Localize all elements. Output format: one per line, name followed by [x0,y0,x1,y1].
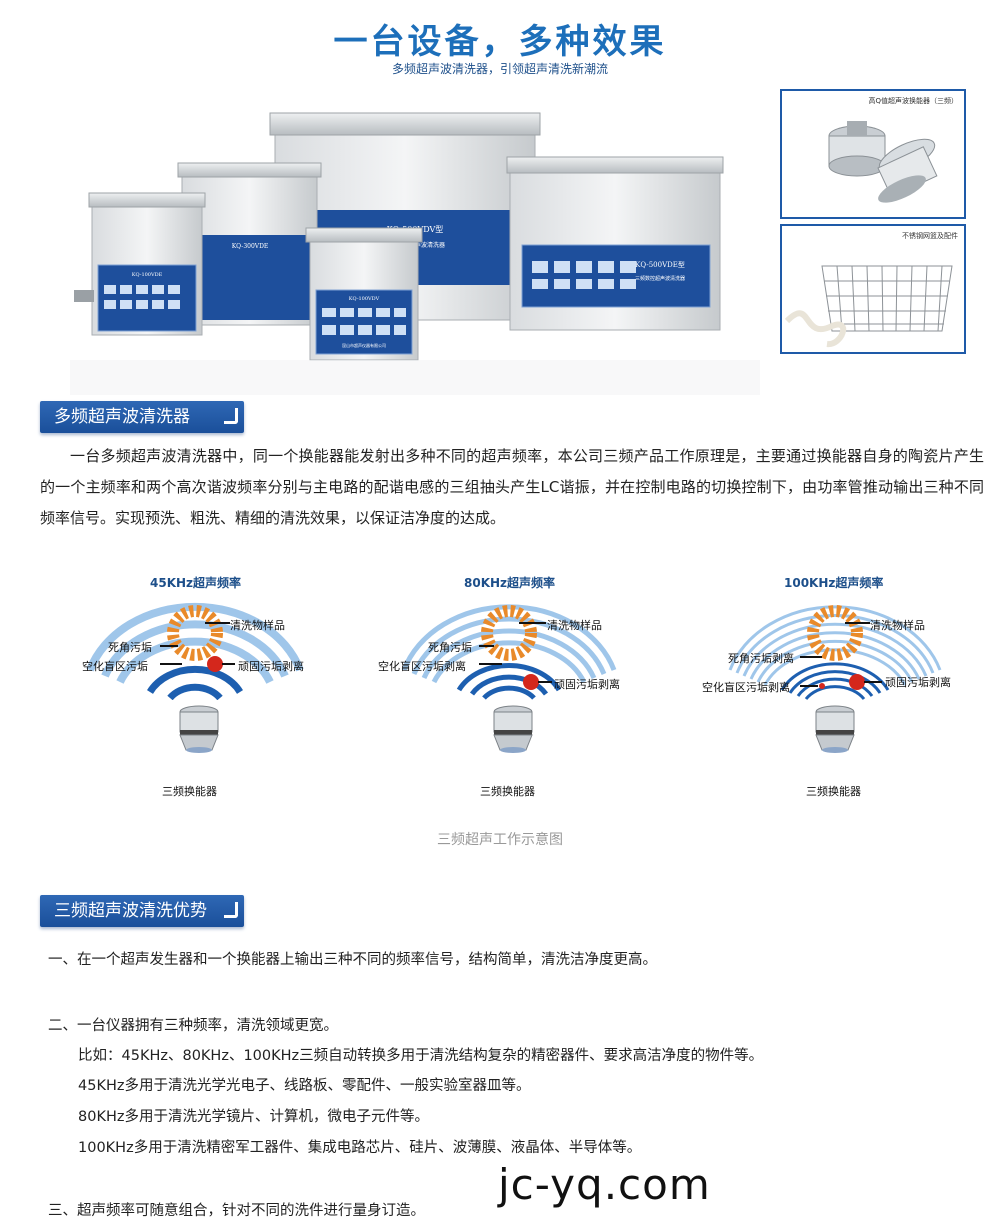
transducer-icon [493,705,533,753]
model-sub-500vde: 三频数控超声波清洗器 [635,275,685,282]
freq-label-45: 45KHz超声频率 [150,576,242,590]
label-stubborn-80: 顽固污垢剥离 [554,678,620,691]
page-title: 一台设备，多种效果 [333,22,667,62]
model-label-300vde: KQ-300VDE [232,243,269,250]
wave-graphic-80 [401,604,617,700]
advantage-detail-3: 80KHz多用于清洗光学镜片、计算机，微电子元件等。 [78,1109,429,1125]
website-watermark: jc-yq.com [498,1160,711,1209]
label-cavitation-80: 空化盲区污垢剥离 [378,660,466,673]
label-stubborn-45: 顽固污垢剥离 [238,660,304,673]
model-label-500vde: KQ-500VDE型 [635,260,685,269]
label-transducer-100: 三频换能器 [806,785,861,798]
label-cavitation-45: 空化盲区污垢 [82,660,148,673]
diagram-caption: 三频超声工作示意图 [437,832,563,848]
corner-arrow-icon [224,902,238,918]
advantage-detail-2: 45KHz多用于清洗光学光电子、线路板、零配件、一般实验室器皿等。 [78,1078,531,1094]
section-title-multifrequency: 多频超声波清洗器 [54,407,190,427]
transducer-icon [828,121,938,203]
wave-graphic-45 [86,602,304,700]
label-stubborn-100: 顽固污垢剥离 [885,676,951,689]
wave-graphic-100 [728,605,942,700]
advantage-item-2: 二、一台仪器拥有三种频率，清洗领域更宽。 [48,1018,338,1034]
advantage-detail-1: 比如：45KHz、80KHz、100KHz三频自动转换多用于清洗结构复杂的精密器… [78,1048,764,1064]
transducer-caption: 高Q值超声波换能器（三频） [868,97,958,105]
label-sample-100: 清洗物样品 [870,619,925,632]
product-lineup-image: KQ-500VDV型 双频数控超声波清洗器 KQ-500VDE型 三频数控超声波… [70,112,760,395]
section-bar-multifrequency: 多频超声波清洗器 [40,401,244,433]
section-title-advantages: 三频超声波清洗优势 [54,901,207,921]
label-transducer-80: 三频换能器 [480,785,535,798]
diagram-80khz: 80KHz超声频率 清洗物样品 死角污垢 空化盲区污垢剥离 顽固污垢剥离 三频换… [378,572,634,802]
freq-label-80: 80KHz超声频率 [464,576,556,590]
label-sample-80: 清洗物样品 [547,619,602,632]
advantage-item-3: 三、超声频率可随意组合，针对不同的洗件进行量身订造。 [48,1203,425,1219]
diagram-45khz: 45KHz超声频率 清洗物样品 死角污垢 空化盲区污垢 顽固污垢剥离 三频换能器 [70,572,320,802]
corner-arrow-icon [224,408,238,424]
basket-icon [784,265,953,347]
model-label-100vde: KQ-100VDE [132,272,163,278]
advantage-item-1: 一、在一个超声发生器和一个换能器上输出三种不同的频率信号，结构简单，清洗洁净度更… [48,952,657,968]
transducer-icon [815,705,855,753]
freq-label-100: 100KHz超声频率 [784,576,884,590]
diagram-100khz: 100KHz超声频率 清洗物样品 死角污垢剥离 空化盲区污垢剥离 顽固污垢剥离 [702,572,960,802]
transducer-photo: 高Q值超声波换能器（三频） [780,89,966,219]
label-sample-45: 清洗物样品 [230,619,285,632]
label-dead-corner-100: 死角污垢剥离 [728,652,794,665]
page-subtitle: 多频超声波清洗器，引领超声清洗新潮流 [391,62,608,76]
model-label-100vdv: KQ-100VDV [349,296,380,302]
section-bar-advantages: 三频超声波清洗优势 [40,895,244,927]
transducer-icon [179,705,219,753]
label-transducer-45: 三频换能器 [162,785,217,798]
label-dead-corner-80: 死角污垢 [428,641,472,654]
intro-paragraph: 一台多频超声波清洗器中，同一个换能器能发射出多种不同的超声频率，本公司三频产品工… [40,447,984,527]
advantage-detail-4: 100KHz多用于清洗精密军工器件、集成电路芯片、硅片、波薄膜、液晶体、半导体等… [78,1140,642,1156]
label-cavitation-100: 空化盲区污垢剥离 [702,681,790,694]
maker-label: 昆山市超声仪器有限公司 [342,342,386,348]
basket-photo: 不锈钢网篮及配件 [780,224,966,354]
label-dead-corner-45: 死角污垢 [108,641,152,654]
basket-caption: 不锈钢网篮及配件 [902,232,958,240]
